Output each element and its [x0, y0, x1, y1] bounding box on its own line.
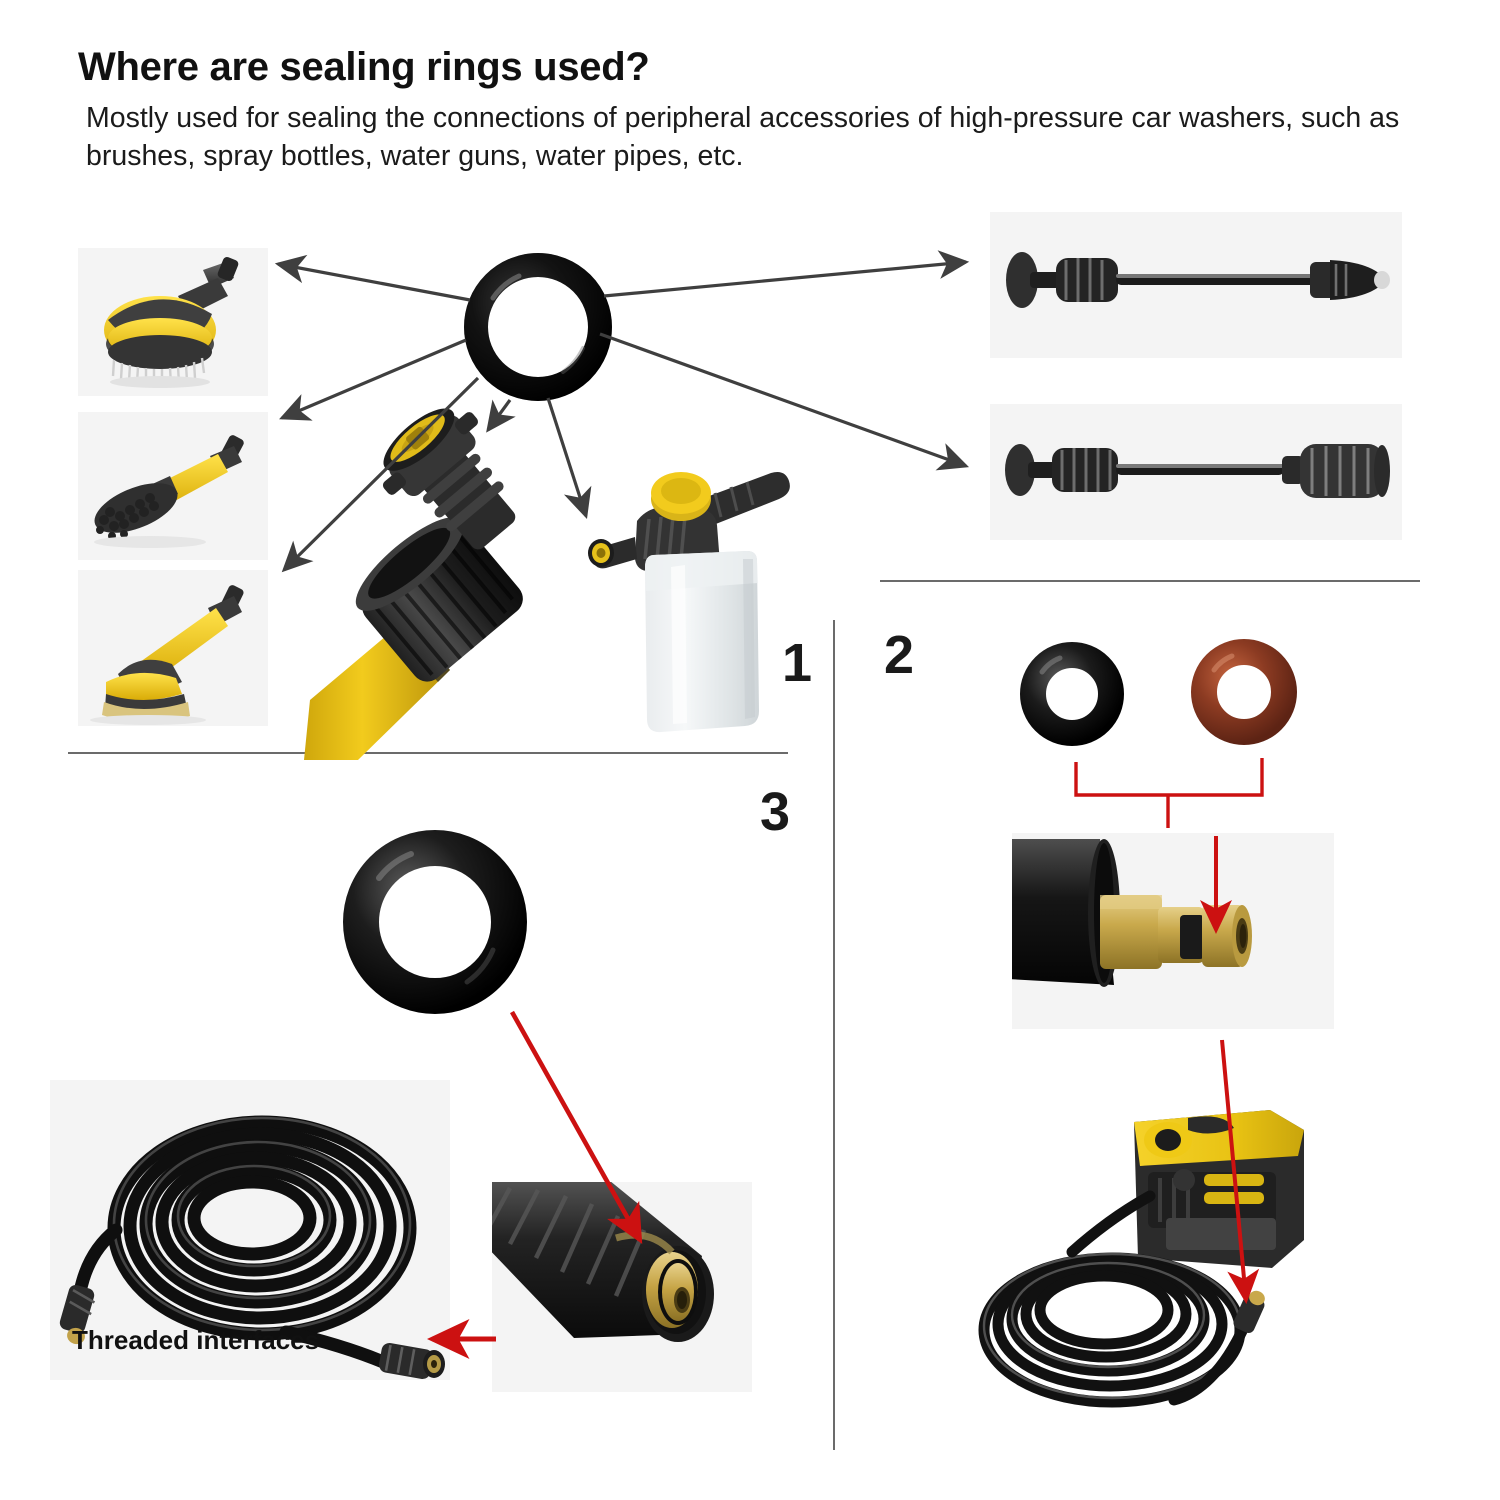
product-tile-rotary-wash-brush — [78, 248, 268, 396]
pressure-washer-unit-with-hose — [952, 1100, 1360, 1436]
page-title: Where are sealing rings used? — [78, 45, 650, 89]
oring-bracket — [1074, 758, 1264, 828]
product-tile-variable-spray-lance — [990, 404, 1402, 540]
header-block: Where are sealing rings used? Mostly use… — [78, 44, 1418, 176]
coiled-hose-icon — [50, 1080, 450, 1380]
brass-hose-fitting-icon — [1012, 833, 1334, 1029]
divider-vertical-main — [833, 620, 835, 1450]
wash-brush-squeegee-icon — [78, 570, 268, 726]
product-tile-wheel-rim-brush — [78, 412, 268, 560]
divider-horizontal-section1 — [68, 752, 788, 754]
oring-red-brown-icon — [1191, 639, 1297, 745]
section-number-3: 3 — [760, 782, 791, 842]
product-tile-wash-brush-squeegee — [78, 570, 268, 726]
central-oring-seal — [463, 252, 613, 402]
pressure-washer-icon — [978, 1110, 1304, 1408]
oring-black-small — [1018, 640, 1126, 748]
section-number-2: 2 — [884, 625, 915, 685]
foam-cannon-icon — [588, 472, 790, 733]
oring-black-large — [335, 822, 535, 1022]
product-tile-hose-coupling-detail — [492, 1182, 752, 1392]
product-tile-coiled-hose — [50, 1080, 450, 1380]
oring-black-icon — [1020, 642, 1124, 746]
divider-horizontal-section2 — [880, 580, 1420, 582]
foam-cannon-bottle — [575, 455, 795, 740]
oring-large-icon — [343, 830, 527, 1014]
rotary-wash-brush-icon — [78, 248, 268, 396]
threaded-interfaces-label: Threaded interfaces — [72, 1325, 320, 1355]
variable-spray-lance-icon — [990, 404, 1402, 540]
oring-icon — [464, 253, 612, 401]
oring-red-brown-small — [1188, 636, 1300, 748]
turbo-dirt-blaster-lance-icon — [990, 212, 1402, 358]
page-subtitle: Mostly used for sealing the connections … — [86, 102, 1400, 172]
product-tile-brass-hose-fitting — [1012, 833, 1334, 1029]
wheel-rim-brush-icon — [78, 412, 268, 560]
product-tile-turbo-dirt-blaster-lance — [990, 212, 1402, 358]
section-number-1: 1 — [782, 633, 813, 693]
hose-coupling-brass-insert-icon — [492, 1182, 752, 1392]
